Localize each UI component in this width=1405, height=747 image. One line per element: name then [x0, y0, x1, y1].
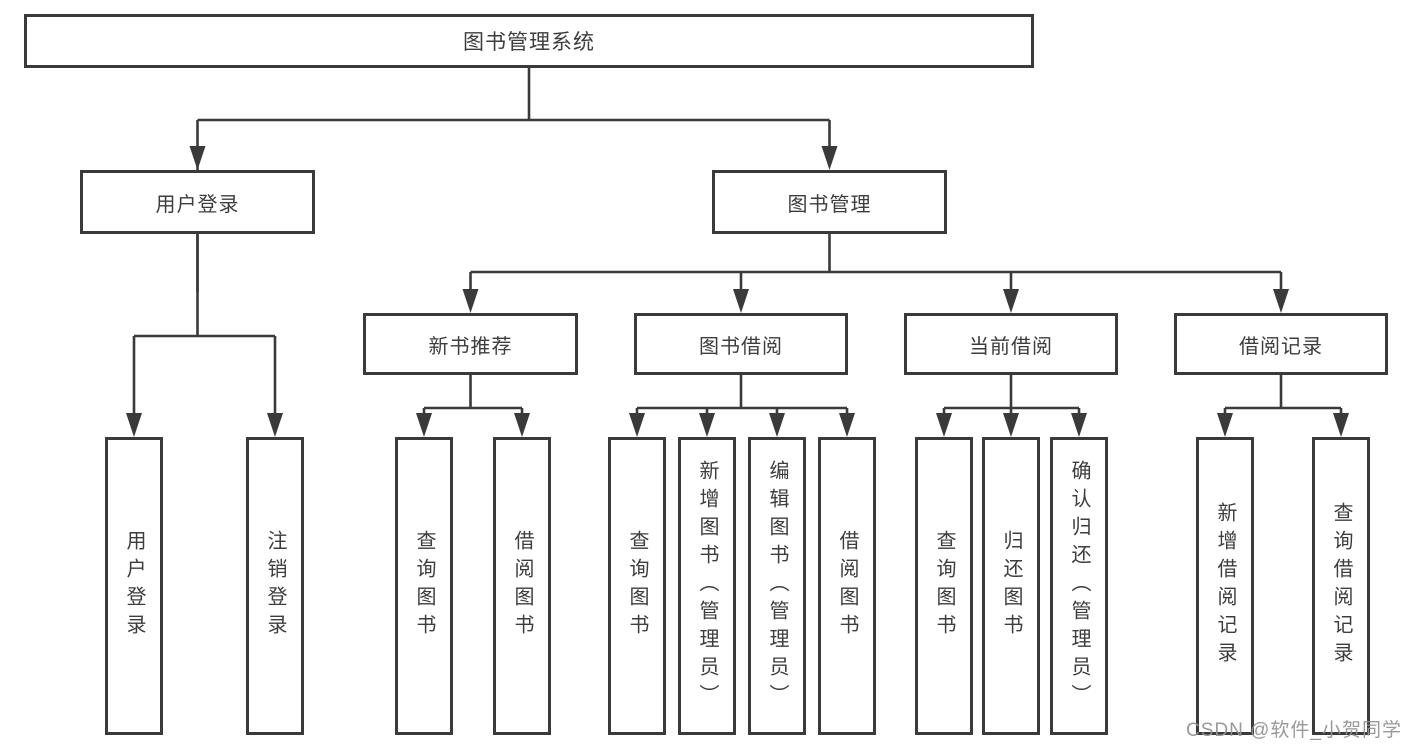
node-new-book-recommend: 新书推荐 [363, 313, 578, 375]
leaf-user-login: 用户登录 [105, 437, 163, 735]
node-label: 编辑图书（管理员） [766, 460, 788, 712]
connector-login-children [132, 234, 277, 415]
node-system-root: 图书管理系统 [24, 14, 1034, 68]
node-label: 图书借阅 [699, 335, 783, 358]
arrow-head [1273, 289, 1289, 313]
node-label: 确认归还（管理员） [1068, 460, 1090, 712]
arrow-head [1071, 413, 1087, 437]
arrow-head [416, 413, 432, 437]
arrow-head [733, 289, 749, 313]
arrow-head [769, 413, 785, 437]
leaf-records-add-record: 新增借阅记录 [1196, 437, 1254, 735]
node-label: 新增借阅记录 [1214, 502, 1236, 670]
node-borrowing-records: 借阅记录 [1174, 313, 1388, 375]
connector-current-children [942, 375, 1081, 415]
arrow-head [839, 413, 855, 437]
arrow-head [267, 413, 283, 437]
node-label: 新增图书（管理员） [696, 460, 718, 712]
leaf-records-query-record: 查询借阅记录 [1312, 437, 1370, 735]
node-book-management: 图书管理 [712, 170, 947, 234]
arrow-head [629, 413, 645, 437]
node-label: 查询借阅记录 [1330, 502, 1352, 670]
node-label: 图书管理系统 [463, 31, 595, 54]
csdn-watermark: CSDN @软件_小贺同学 [1186, 720, 1402, 741]
node-label: 查询图书 [626, 530, 648, 642]
node-label: 当前借阅 [969, 335, 1053, 358]
node-label: 查询图书 [413, 530, 435, 642]
arrow-head [126, 413, 142, 437]
connector-root-to-level2 [196, 68, 831, 292]
arrow-head [936, 413, 952, 437]
connector-borrow-children [635, 375, 849, 415]
node-label: 新书推荐 [428, 335, 513, 358]
node-label: 借阅图书 [836, 530, 858, 642]
leaf-borrowing-borrow-books: 借阅图书 [818, 437, 876, 735]
arrow-head [1003, 413, 1019, 437]
arrow-head [514, 413, 530, 437]
connector-rec-children [422, 375, 524, 415]
node-label: 查询图书 [933, 530, 955, 642]
arrow-head [1217, 413, 1233, 437]
node-label: 图书管理 [787, 193, 872, 216]
arrow-head [699, 413, 715, 437]
node-label: 用户登录 [155, 193, 240, 216]
leaf-borrowing-query-books: 查询图书 [608, 437, 666, 735]
leaf-borrowing-edit-books-admin: 编辑图书（管理员） [748, 437, 806, 735]
connector-mgmt-children [469, 234, 1283, 291]
leaf-current-return-books: 归还图书 [982, 437, 1040, 735]
leaf-current-query-books: 查询图书 [915, 437, 973, 735]
connector-record-children [1223, 375, 1343, 415]
arrow-head [821, 146, 838, 170]
node-label: 用户登录 [123, 530, 145, 642]
leaf-recommend-borrow-books: 借阅图书 [493, 437, 551, 735]
node-book-borrowing: 图书借阅 [634, 313, 848, 375]
node-current-borrowing: 当前借阅 [904, 313, 1118, 375]
arrow-head [462, 289, 479, 313]
arrow-head [1333, 413, 1349, 437]
node-label: 借阅图书 [511, 530, 533, 642]
node-user-login: 用户登录 [80, 170, 315, 234]
node-label: 注销登录 [264, 530, 286, 642]
arrow-head [1003, 289, 1019, 313]
node-label: 归还图书 [1000, 530, 1022, 642]
arrow-head [189, 146, 206, 170]
leaf-borrowing-add-books-admin: 新增图书（管理员） [678, 437, 736, 735]
leaf-current-confirm-return-admin: 确认归还（管理员） [1050, 437, 1108, 735]
leaf-logout: 注销登录 [246, 437, 304, 735]
leaf-recommend-query-books: 查询图书 [395, 437, 453, 735]
node-label: 借阅记录 [1239, 335, 1323, 358]
